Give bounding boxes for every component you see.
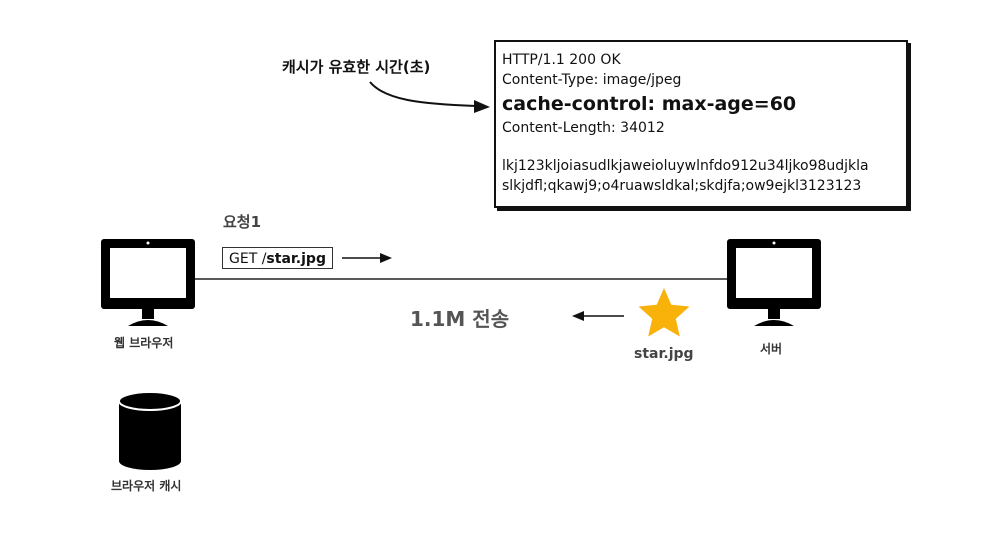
server-monitor-icon [727,239,821,326]
response-cache-control: cache-control: max-age=60 [502,93,797,115]
request-method: GET / [229,251,267,267]
request-label: 요청1 [223,213,262,231]
browser-label: 웹 브라우저 [114,336,174,350]
star-icon [638,288,690,337]
response-arrow-icon [572,311,624,321]
browser-cache-label: 브라우저 캐시 [111,479,182,493]
database-icon [118,391,182,470]
star-file-label: star.jpg [634,346,694,362]
response-body-line-1: lkj123kljoiasudlkjaweioluywlnfdo912u34lj… [502,158,869,174]
http-response-box: HTTP/1.1 200 OK Content-Type: image/jpeg… [494,40,908,208]
cache-validity-note: 캐시가 유효한 시간(초) [282,58,431,76]
response-body-line-2: slkjdfl;qkawj9;o4ruawsldkal;skdjfa;ow9ej… [502,178,862,194]
response-content-length: Content-Length: 34012 [502,120,665,136]
response-status-line: HTTP/1.1 200 OK [502,52,621,68]
response-content-type: Content-Type: image/jpeg [502,72,682,88]
browser-monitor-icon [101,239,195,326]
request-path: star.jpg [266,251,326,267]
request-box: GET /star.jpg [222,247,333,269]
server-label: 서버 [760,342,783,356]
request-arrow-icon [342,253,392,263]
transfer-label: 1.1M 전송 [410,307,510,331]
annotation-arrow-icon [369,81,490,113]
